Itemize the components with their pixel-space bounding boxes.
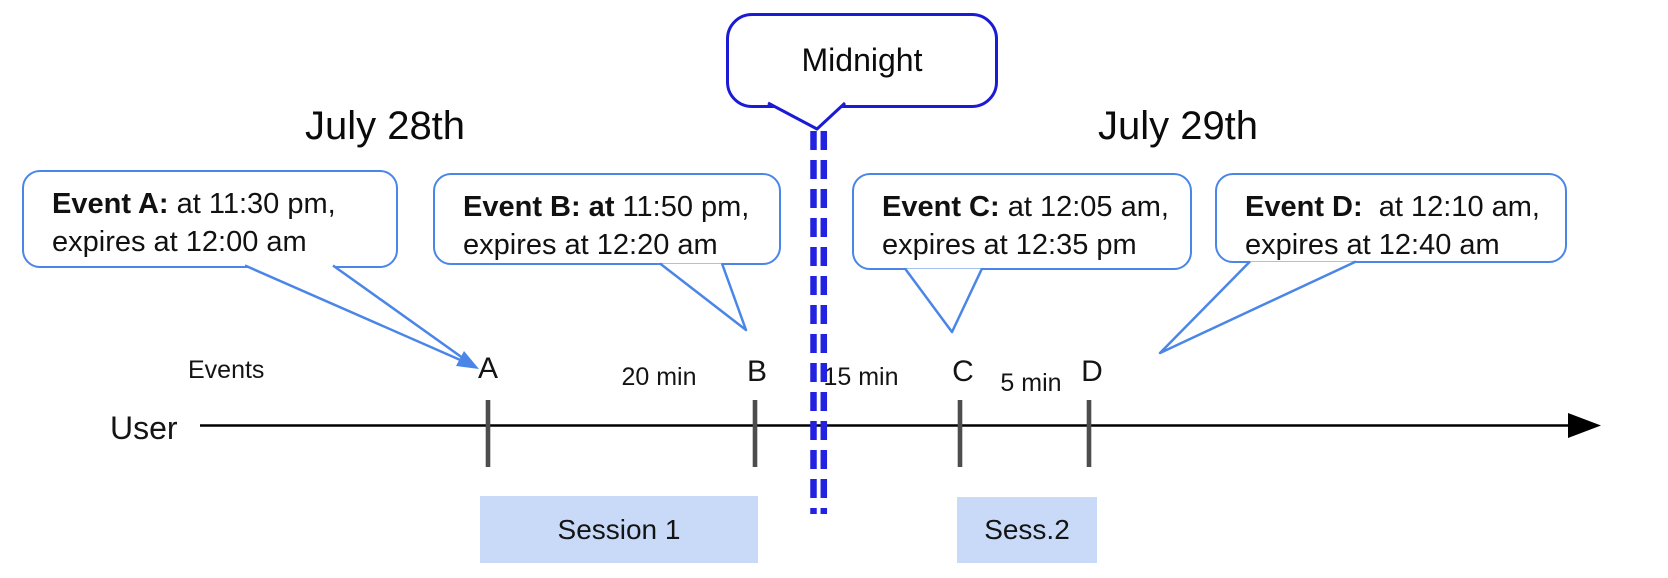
callout-event-b: Event B: at 11:50 pm, expires at 12:20 a… bbox=[433, 173, 781, 265]
callout-d-tail-fill bbox=[1160, 261, 1356, 353]
callout-event-d: Event D: at 12:10 am, expires at 12:40 a… bbox=[1215, 173, 1567, 263]
callout-a-tail bbox=[244, 264, 476, 368]
date-title-july-28: July 28th bbox=[304, 104, 466, 148]
callout-b-tail bbox=[659, 262, 748, 332]
interval-label-20min: 20 min bbox=[621, 363, 697, 391]
callout-event-a: Event A: at 11:30 pm, expires at 12:00 a… bbox=[22, 170, 398, 268]
events-row-label: Events bbox=[188, 356, 265, 384]
callout-event-d-line2: expires at 12:40 am bbox=[1245, 229, 1500, 261]
tick-event-a bbox=[485, 400, 491, 467]
callout-event-c: Event C: at 12:05 am, expires at 12:35 p… bbox=[852, 173, 1192, 270]
callout-event-a-line1: Event A: at 11:30 pm, bbox=[52, 188, 336, 220]
date-title-july-29: July 29th bbox=[1097, 104, 1259, 148]
session-2-label: Sess.2 bbox=[984, 514, 1070, 545]
user-row-label: User bbox=[110, 410, 178, 446]
interval-label-5min: 5 min bbox=[1000, 369, 1062, 397]
tick-event-b bbox=[752, 400, 758, 467]
callout-event-a-line2: expires at 12:00 am bbox=[52, 226, 307, 258]
callout-c-tail bbox=[903, 267, 984, 334]
callout-event-c-line2: expires at 12:35 pm bbox=[882, 229, 1137, 261]
event-point-label-c: C bbox=[952, 355, 974, 388]
timeline-arrowhead bbox=[1568, 413, 1601, 438]
callout-b-tail-fill bbox=[660, 263, 746, 330]
callout-a-tail-arrowhead bbox=[456, 351, 479, 369]
event-point-label-a: A bbox=[477, 352, 499, 385]
event-point-label-b: B bbox=[746, 355, 768, 388]
callout-a-tail-fill bbox=[245, 265, 474, 366]
event-point-label-d: D bbox=[1081, 355, 1103, 388]
callout-event-b-line1: Event B: at 11:50 pm, bbox=[463, 191, 750, 223]
midnight-bubble: Midnight bbox=[726, 13, 998, 108]
callout-d-tail bbox=[1158, 260, 1357, 355]
callout-event-b-line2: expires at 12:20 am bbox=[463, 229, 718, 261]
midnight-label: Midnight bbox=[801, 42, 923, 78]
callout-event-c-line1: Event C: at 12:05 am, bbox=[882, 191, 1169, 223]
session-2-box: Sess.2 bbox=[957, 497, 1097, 563]
callout-c-tail-fill bbox=[905, 268, 982, 332]
interval-label-15min: 15 min bbox=[823, 363, 899, 391]
session-1-box: Session 1 bbox=[480, 496, 758, 563]
tick-event-c bbox=[957, 400, 963, 467]
tick-event-d bbox=[1086, 400, 1092, 467]
session-1-label: Session 1 bbox=[557, 513, 681, 545]
callout-event-d-line1: Event D: at 12:10 am, bbox=[1245, 191, 1540, 223]
